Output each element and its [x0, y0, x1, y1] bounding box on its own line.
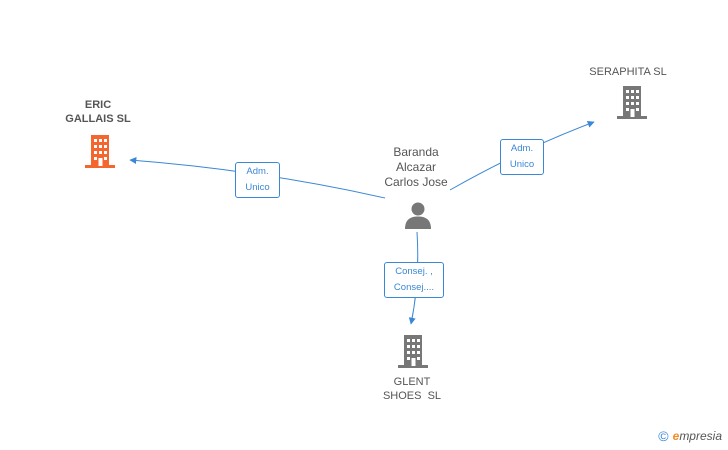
glent-shoes-label[interactable]: GLENT SHOES SL — [362, 375, 462, 403]
edge-label-line: Unico — [509, 159, 535, 170]
person-label-line-2: Alcazar — [395, 160, 436, 174]
person-label[interactable]: Baranda Alcazar Carlos Jose — [368, 145, 464, 190]
edge-label-to-eric[interactable]: Adm. Unico — [235, 162, 280, 198]
brand-logo: empresia — [673, 429, 722, 443]
edge-label-line: Adm. — [246, 166, 269, 177]
edge-label-to-glent[interactable]: Consej. , Consej.... — [384, 262, 444, 298]
edge-label-line: Consej. , — [395, 266, 433, 277]
building-icon[interactable] — [616, 85, 648, 119]
eric-gallais-label-line-1: ERIC — [84, 99, 112, 111]
building-icon[interactable] — [397, 334, 429, 368]
brand-initial: e — [672, 429, 680, 443]
copyright-icon: © — [658, 428, 669, 444]
seraphita-label-line-1: SERAPHITA SL — [589, 66, 667, 78]
person-label-line-3: Carlos Jose — [384, 175, 448, 189]
glent-shoes-label-line-2: SHOES SL — [382, 390, 442, 402]
brand-name: mpresia — [679, 429, 722, 443]
seraphita-label[interactable]: SERAPHITA SL — [578, 65, 678, 79]
edge-label-line: Consej.... — [393, 282, 435, 293]
edge-label-line: Adm. — [510, 143, 534, 154]
edge-label-line: Unico — [245, 182, 270, 193]
eric-gallais-label[interactable]: ERIC GALLAIS SL — [48, 98, 148, 126]
empresia-watermark: © empresia — [658, 428, 722, 444]
building-icon[interactable] — [84, 134, 116, 168]
eric-gallais-label-line-2: GALLAIS SL — [65, 113, 131, 125]
person-icon[interactable] — [403, 200, 433, 230]
edge-label-to-seraphita[interactable]: Adm. Unico — [500, 139, 544, 175]
person-label-line-1: Baranda — [393, 145, 439, 159]
glent-shoes-label-line-1: GLENT — [393, 376, 431, 388]
